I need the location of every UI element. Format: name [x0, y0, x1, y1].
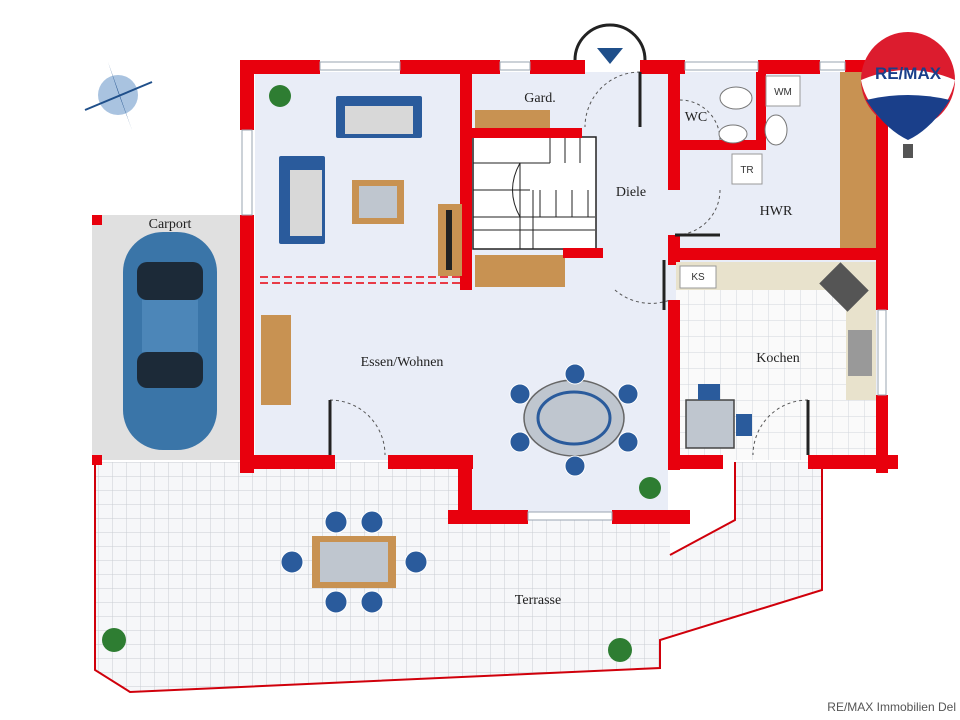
car-icon	[123, 232, 217, 450]
sofa	[279, 156, 325, 244]
room-label-hwr: HWR	[760, 204, 793, 219]
room-label-diele: Diele	[616, 185, 646, 200]
room-label-carport: Carport	[149, 217, 192, 232]
fixture-label-wm: WM	[774, 87, 792, 98]
room-label-terrasse: Terrasse	[515, 593, 561, 608]
footer-credit: RE/MAX Immobilien Del	[827, 700, 956, 714]
sink	[764, 114, 788, 146]
dining-table	[509, 363, 639, 477]
door-leaves	[328, 72, 810, 455]
toilet	[719, 86, 753, 110]
dryer	[731, 153, 763, 185]
sofa	[336, 96, 422, 138]
kitchen-counter	[676, 262, 876, 400]
staircase	[472, 110, 597, 287]
terrace	[94, 462, 823, 694]
sink	[718, 124, 748, 144]
logo-text: RE/MAX	[875, 64, 942, 83]
plant-icon	[102, 85, 661, 662]
room-label-wc: WC	[685, 110, 708, 125]
room-label-essen-wohnen: Essen/Wohnen	[361, 355, 444, 370]
washing-machine	[765, 75, 801, 107]
compass-icon	[84, 62, 153, 130]
kitchen-table	[685, 384, 752, 449]
room-label-garderobe: Gard.	[524, 91, 556, 106]
fixture-label-ks: KS	[691, 272, 705, 283]
sideboard	[261, 315, 291, 405]
room-label-kochen: Kochen	[756, 351, 800, 366]
tv-cabinet	[438, 204, 462, 276]
remax-logo: RE/MAX	[861, 32, 955, 158]
entrance-arrow-icon	[573, 23, 647, 64]
walls	[240, 60, 898, 524]
coffee-table	[352, 180, 404, 224]
windows	[241, 61, 887, 521]
fixture-label-tr: TR	[740, 165, 753, 176]
terrace-table	[280, 510, 428, 614]
